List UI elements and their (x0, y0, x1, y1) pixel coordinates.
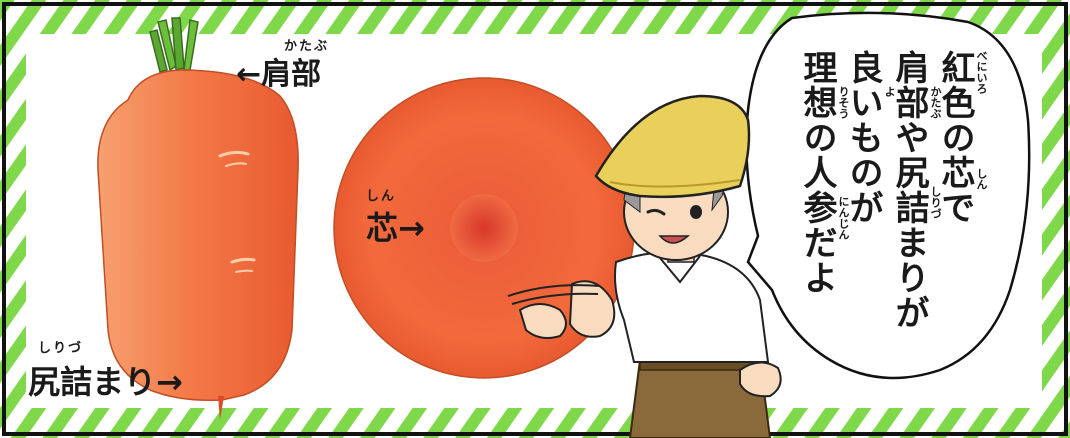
carrot-tip-root (218, 396, 224, 420)
speech-line-1: 紅色の芯で (935, 50, 975, 225)
ruby-shin: しん (975, 168, 988, 190)
carrot-body (97, 69, 299, 402)
ruby-risou: りそう (837, 86, 850, 119)
carrot-core (450, 194, 518, 262)
tip-ruby: しりづ (38, 341, 84, 356)
shoulder-label: ←肩部 (236, 57, 322, 92)
core-ruby: しん (366, 189, 397, 204)
ruby-shiridzu: しりづ (929, 186, 942, 219)
core-label: 芯→ (366, 209, 425, 247)
speech-line-2: 肩部や尻詰まりが (889, 50, 929, 330)
shoulder-ruby: かたぶ (284, 39, 330, 54)
ruby-ninjin: にんじん (837, 196, 850, 240)
ruby-katabu: かたぶ (929, 86, 942, 119)
speech-line-4: 理想の人参だよ (797, 50, 837, 295)
farmer-character (507, 94, 782, 438)
speech-line-3: 良いものが (843, 50, 883, 225)
tip-label: 尻詰まり→ (28, 363, 183, 401)
ruby-yo: よ (883, 86, 896, 97)
ruby-beni-iro: べにいろ (975, 50, 988, 94)
